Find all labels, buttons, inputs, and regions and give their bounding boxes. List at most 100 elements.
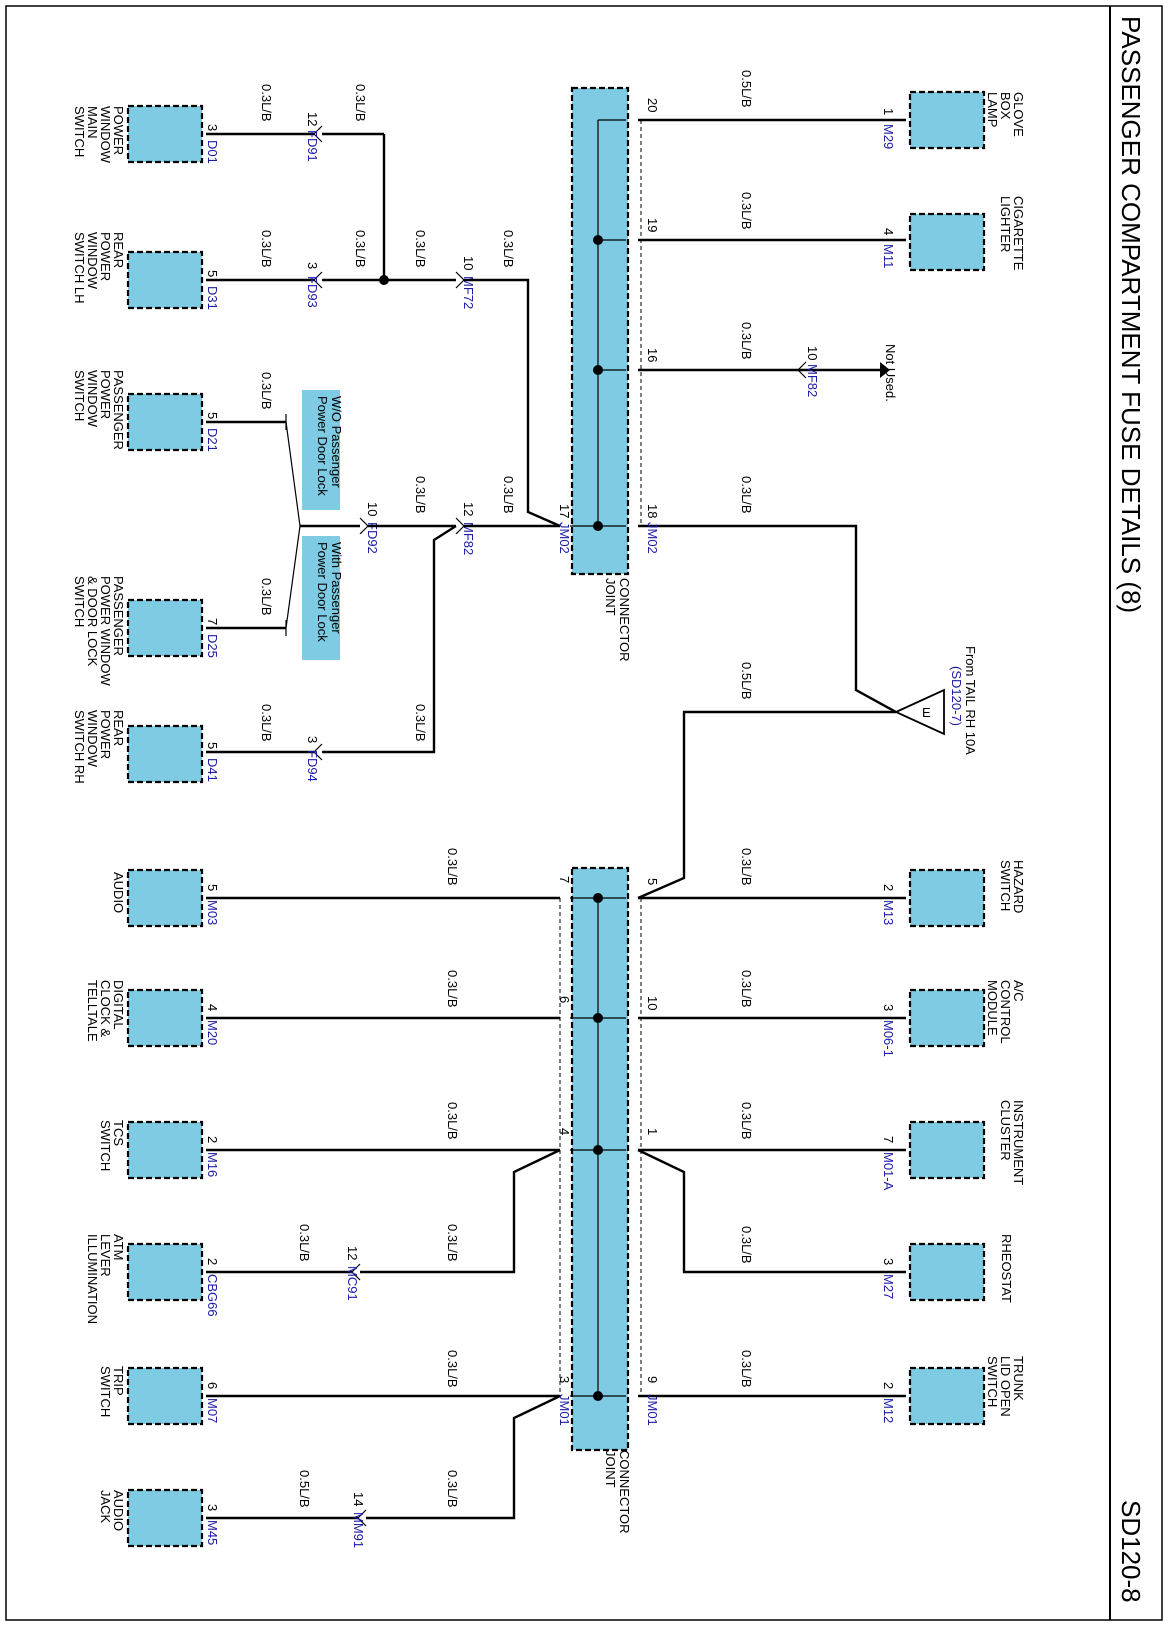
svg-text:JM02: JM02 <box>645 522 660 554</box>
svg-text:0.3L/B: 0.3L/B <box>259 84 274 122</box>
svg-text:17: 17 <box>557 504 572 518</box>
svg-text:0.3L/B: 0.3L/B <box>739 1350 754 1388</box>
svg-text:0.3L/B: 0.3L/B <box>501 476 516 514</box>
svg-text:FD93: FD93 <box>305 276 320 308</box>
svg-text:0.3L/B: 0.3L/B <box>445 1102 460 1140</box>
svg-text:0.3L/B: 0.3L/B <box>445 1224 460 1262</box>
svg-text:3: 3 <box>205 124 220 131</box>
svg-text:3: 3 <box>305 736 320 743</box>
svg-text:0.3L/B: 0.3L/B <box>259 230 274 268</box>
svg-text:CBG66: CBG66 <box>205 1274 220 1317</box>
svg-text:0.3L/B: 0.3L/B <box>739 1102 754 1140</box>
svg-text:FD92: FD92 <box>365 522 380 554</box>
source-ref: (SD120-7) <box>949 666 964 726</box>
svg-text:0.5L/B: 0.5L/B <box>739 70 754 108</box>
svg-text:M01-A: M01-A <box>881 1152 896 1191</box>
svg-text:MC91: MC91 <box>345 1266 360 1301</box>
joint-connector-label: JOINTCONNECTOR <box>603 578 632 662</box>
svg-text:0.3L/B: 0.3L/B <box>739 848 754 886</box>
svg-text:2: 2 <box>881 1382 896 1389</box>
svg-text:6: 6 <box>205 1382 220 1389</box>
svg-text:FD91: FD91 <box>305 130 320 162</box>
svg-text:M16: M16 <box>205 1152 220 1177</box>
svg-text:6: 6 <box>557 996 572 1003</box>
ac-control-module: A/CCONTROLMODULE 3 M06-1 <box>881 980 1026 1057</box>
rheostat: RHEOSTAT 3 M27 <box>881 1234 1014 1303</box>
page-code: SD120-8 <box>1116 1500 1146 1603</box>
glove-box-lamp: GLOVEBOXLAMP 1 M29 <box>881 90 1026 149</box>
svg-text:0.3L/B: 0.3L/B <box>501 230 516 268</box>
svg-text:M12: M12 <box>881 1398 896 1423</box>
rear-power-window-switch-rh: REARPOWERWINDOWSWITCH RH 5 D41 <box>72 710 220 784</box>
svg-text:0.5L/B: 0.5L/B <box>739 662 754 700</box>
svg-text:RHEOSTAT: RHEOSTAT <box>999 1234 1014 1303</box>
svg-text:12: 12 <box>345 1246 360 1260</box>
svg-text:10: 10 <box>645 996 660 1010</box>
svg-text:7: 7 <box>881 1136 896 1143</box>
svg-text:12: 12 <box>305 112 320 126</box>
svg-text:MF72: MF72 <box>461 276 476 309</box>
svg-text:0.3L/B: 0.3L/B <box>739 192 754 230</box>
svg-text:4: 4 <box>881 228 896 235</box>
svg-text:TRIPSWITCH: TRIPSWITCH <box>98 1366 126 1417</box>
svg-text:AUDIO: AUDIO <box>111 872 126 913</box>
svg-text:With PassengerPower Door Lock: With PassengerPower Door Lock <box>315 542 344 642</box>
svg-text:W/O PassengerPower Door Lock: W/O PassengerPower Door Lock <box>315 396 344 496</box>
page-border <box>5 5 1163 1621</box>
svg-text:FD94: FD94 <box>305 750 320 782</box>
svg-text:4: 4 <box>557 1128 572 1135</box>
svg-text:0.3L/B: 0.3L/B <box>445 1350 460 1388</box>
passenger-power-window-switch: PASSENGERPOWERWINDOWSWITCH 5 D21 <box>72 370 220 452</box>
svg-text:TCSSWITCH: TCSSWITCH <box>98 1120 126 1171</box>
svg-text:D41: D41 <box>205 758 220 782</box>
svg-text:0.3L/B: 0.3L/B <box>739 970 754 1008</box>
svg-text:A/CCONTROLMODULE: A/CCONTROLMODULE <box>985 980 1026 1044</box>
page-title: PASSENGER COMPARTMENT FUSE DETAILS (8) <box>1116 16 1146 613</box>
svg-text:0.3L/B: 0.3L/B <box>739 476 754 514</box>
svg-text:16: 16 <box>645 348 660 362</box>
svg-text:PASSENGERPOWERWINDOWSWITCH: PASSENGERPOWERWINDOWSWITCH <box>72 370 126 450</box>
svg-text:REARPOWERWINDOWSWITCH LH: REARPOWERWINDOWSWITCH LH <box>72 232 126 304</box>
svg-text:REARPOWERWINDOWSWITCH RH: REARPOWERWINDOWSWITCH RH <box>72 710 126 784</box>
svg-text:MM91: MM91 <box>351 1512 366 1548</box>
svg-text:PASSENGERPOWER WINDOW& DOOR LO: PASSENGERPOWER WINDOW& DOOR LOCKSWITCH <box>72 576 126 686</box>
svg-text:INSTRUMENTCLUSTER: INSTRUMENTCLUSTER <box>998 1100 1026 1185</box>
trunk-lid-open-switch: TRUNKLID OPENSWITCH 2 M12 <box>881 1356 1026 1426</box>
svg-text:0.3L/B: 0.3L/B <box>413 704 428 742</box>
svg-text:18: 18 <box>645 504 660 518</box>
svg-text:2: 2 <box>881 884 896 891</box>
not-used-label: Not Used. <box>883 344 898 402</box>
svg-text:10: 10 <box>805 346 820 360</box>
svg-text:2: 2 <box>205 1258 220 1265</box>
svg-text:M07: M07 <box>205 1398 220 1423</box>
source-label: From TAIL RH 10A <box>963 646 978 755</box>
svg-text:5: 5 <box>645 878 660 885</box>
svg-text:DIGITALCLOCK &TELLTALE: DIGITALCLOCK &TELLTALE <box>85 980 126 1042</box>
rear-power-window-switch-lh: REARPOWERWINDOWSWITCH LH 5 D31 <box>72 232 220 310</box>
svg-text:0.3L/B: 0.3L/B <box>259 578 274 616</box>
svg-text:0.5L/B: 0.5L/B <box>297 1470 312 1508</box>
svg-text:14: 14 <box>351 1492 366 1506</box>
hazard-switch: HAZARDSWITCH 2 M13 <box>881 860 1026 928</box>
joint-connector-jm01 <box>570 866 630 1452</box>
svg-text:D21: D21 <box>205 428 220 452</box>
digital-clock-telltale: DIGITALCLOCK &TELLTALE 4 M20 <box>85 980 220 1048</box>
svg-text:M13: M13 <box>881 900 896 925</box>
passenger-power-window-door-lock-switch: PASSENGERPOWER WINDOW& DOOR LOCKSWITCH 7… <box>72 576 220 686</box>
svg-text:10: 10 <box>461 256 476 270</box>
junction-dot <box>379 275 389 285</box>
svg-text:2: 2 <box>205 1136 220 1143</box>
svg-text:3: 3 <box>557 1376 572 1383</box>
svg-text:5: 5 <box>205 412 220 419</box>
svg-text:5: 5 <box>205 742 220 749</box>
svg-text:M20: M20 <box>205 1020 220 1045</box>
svg-text:0.3L/B: 0.3L/B <box>739 322 754 360</box>
svg-text:4: 4 <box>205 1004 220 1011</box>
svg-text:JM02: JM02 <box>557 522 572 554</box>
audio-jack: AUDIOJACK 3 M45 <box>98 1488 220 1548</box>
svg-text:M11: M11 <box>881 244 896 268</box>
svg-text:HAZARDSWITCH: HAZARDSWITCH <box>998 860 1026 913</box>
tcs-switch: TCSSWITCH 2 M16 <box>98 1120 220 1180</box>
svg-text:POWERWINDOWMAINSWITCH: POWERWINDOWMAINSWITCH <box>72 106 126 164</box>
svg-text:5: 5 <box>205 270 220 277</box>
